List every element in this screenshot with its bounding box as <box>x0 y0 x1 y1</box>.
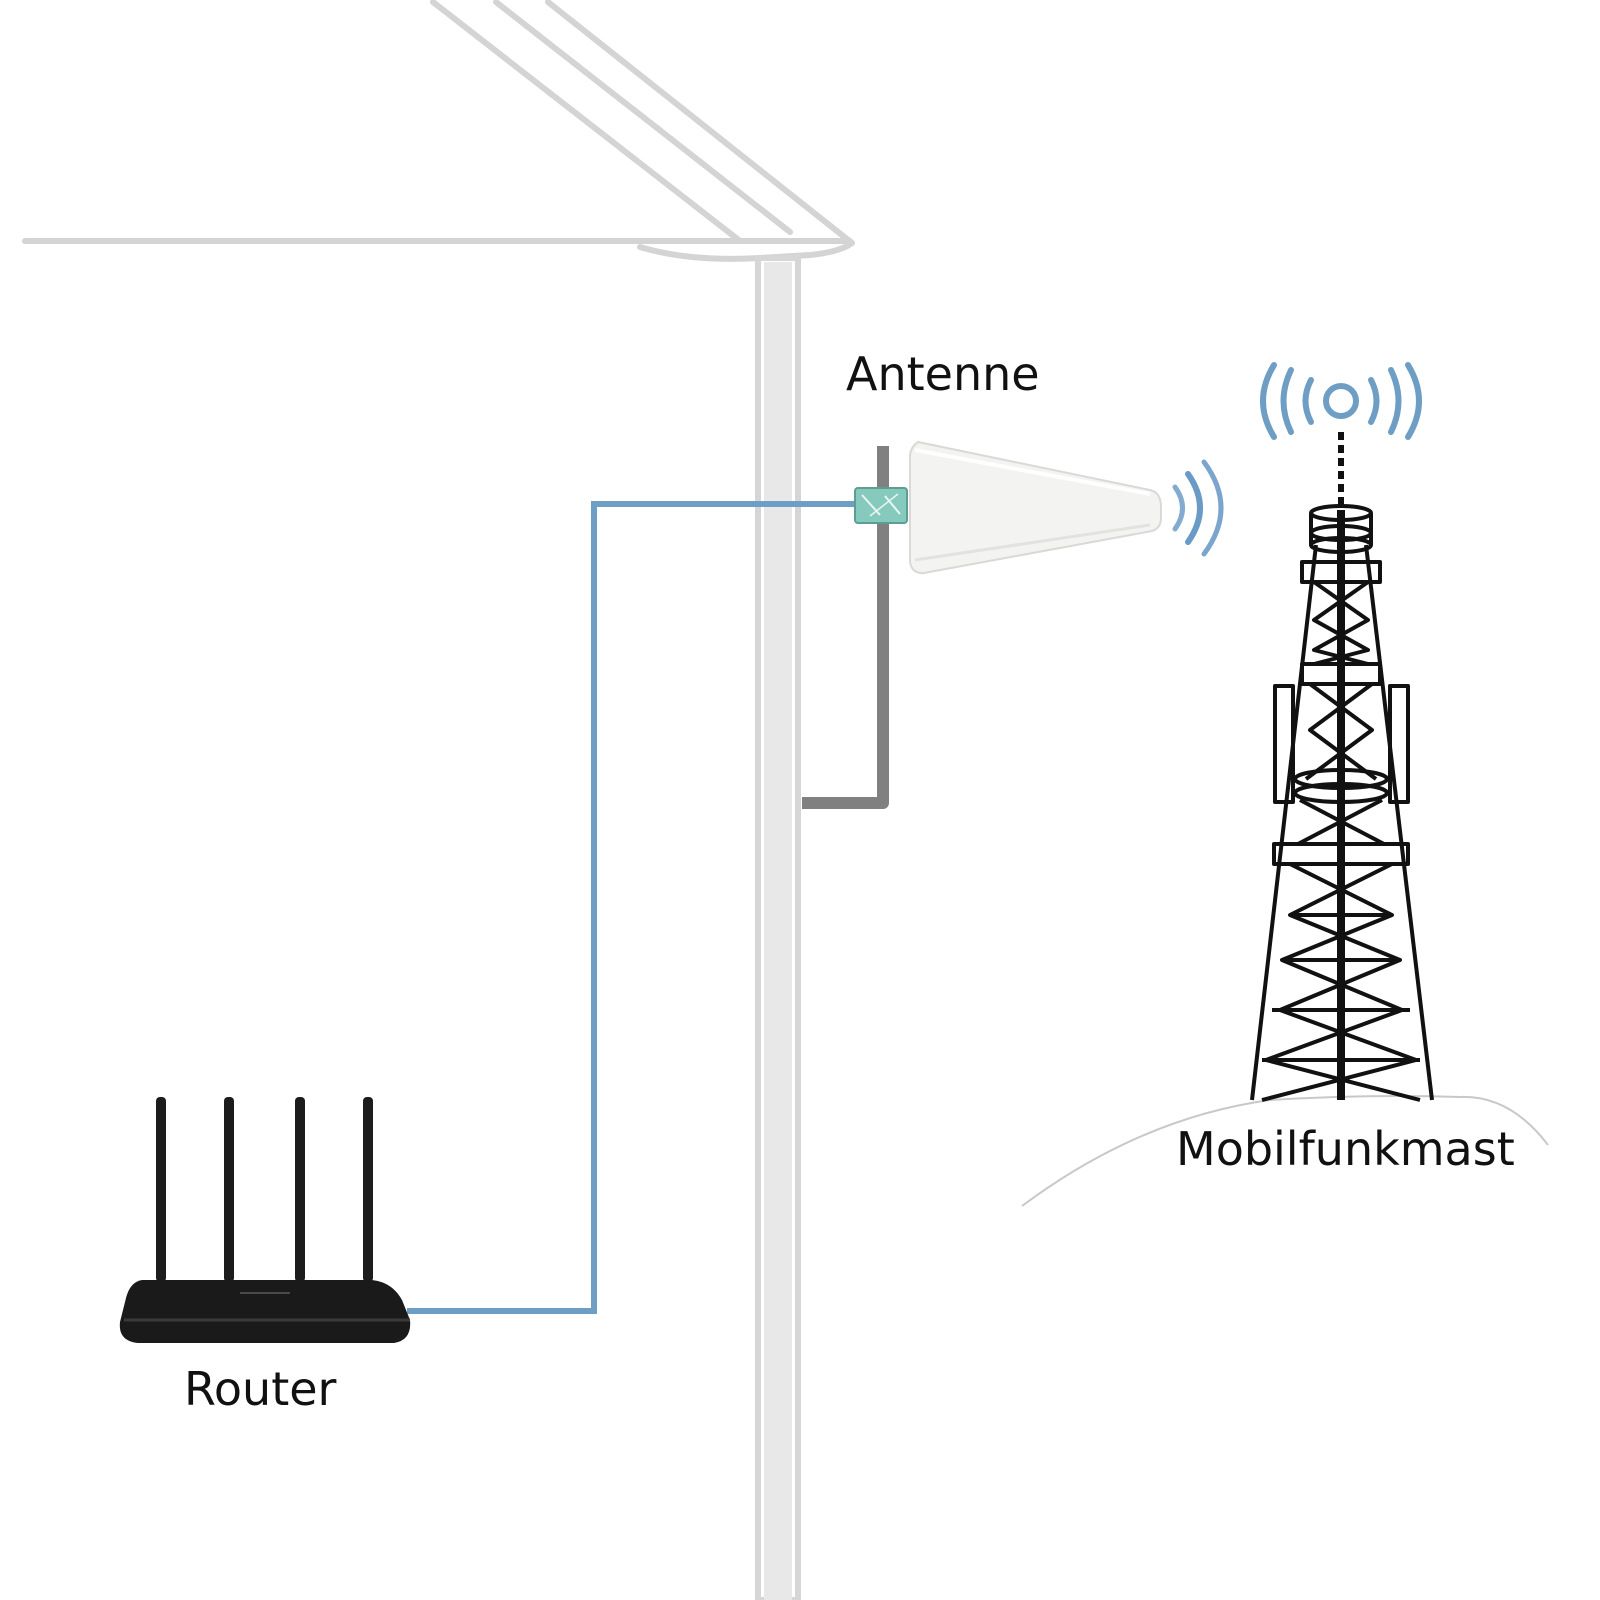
house-wall <box>755 255 801 1600</box>
antenna-label: Antenne <box>846 347 1040 401</box>
signal-waves-icon <box>1172 459 1224 557</box>
antenna-connector <box>854 487 908 524</box>
wifi-router-icon <box>119 1097 411 1343</box>
router-label: Router <box>184 1362 337 1416</box>
hill <box>1021 1095 1549 1207</box>
cell-tower-label: Mobilfunkmast <box>1176 1122 1515 1176</box>
broadcast-icon <box>1260 362 1422 440</box>
coax-cable <box>407 501 860 1314</box>
cell-tower-icon <box>1250 432 1434 1102</box>
house-roof <box>22 0 855 262</box>
mounting-bracket <box>802 446 889 809</box>
directional-antenna-icon <box>908 440 1162 575</box>
